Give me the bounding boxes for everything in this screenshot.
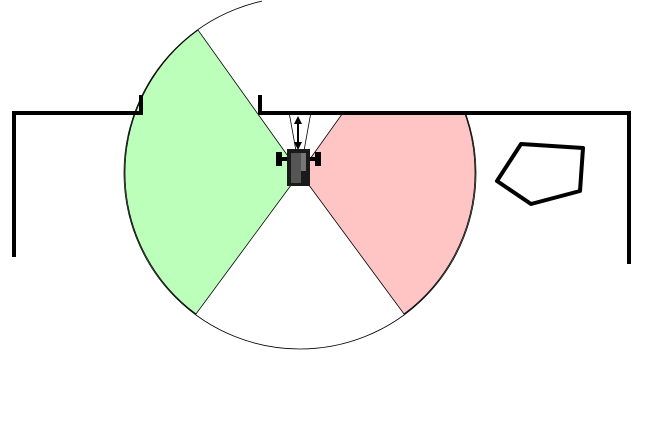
- center-wall-mask: [262, 0, 312, 112]
- right-wall-mask: [305, 0, 666, 112]
- left-wall: [12, 95, 143, 257]
- obstacle-polygon: [495, 142, 585, 206]
- right-wall: [258, 95, 631, 264]
- double-arrow-icon: [294, 116, 302, 150]
- robot-body-detail: [291, 153, 301, 183]
- robot-wheel-right: [315, 152, 321, 166]
- left-sensor-sector: [124, 29, 301, 315]
- robot-car-icon: [276, 149, 321, 186]
- robot-wheel-left: [276, 152, 282, 166]
- robot-body-highlight: [301, 153, 306, 171]
